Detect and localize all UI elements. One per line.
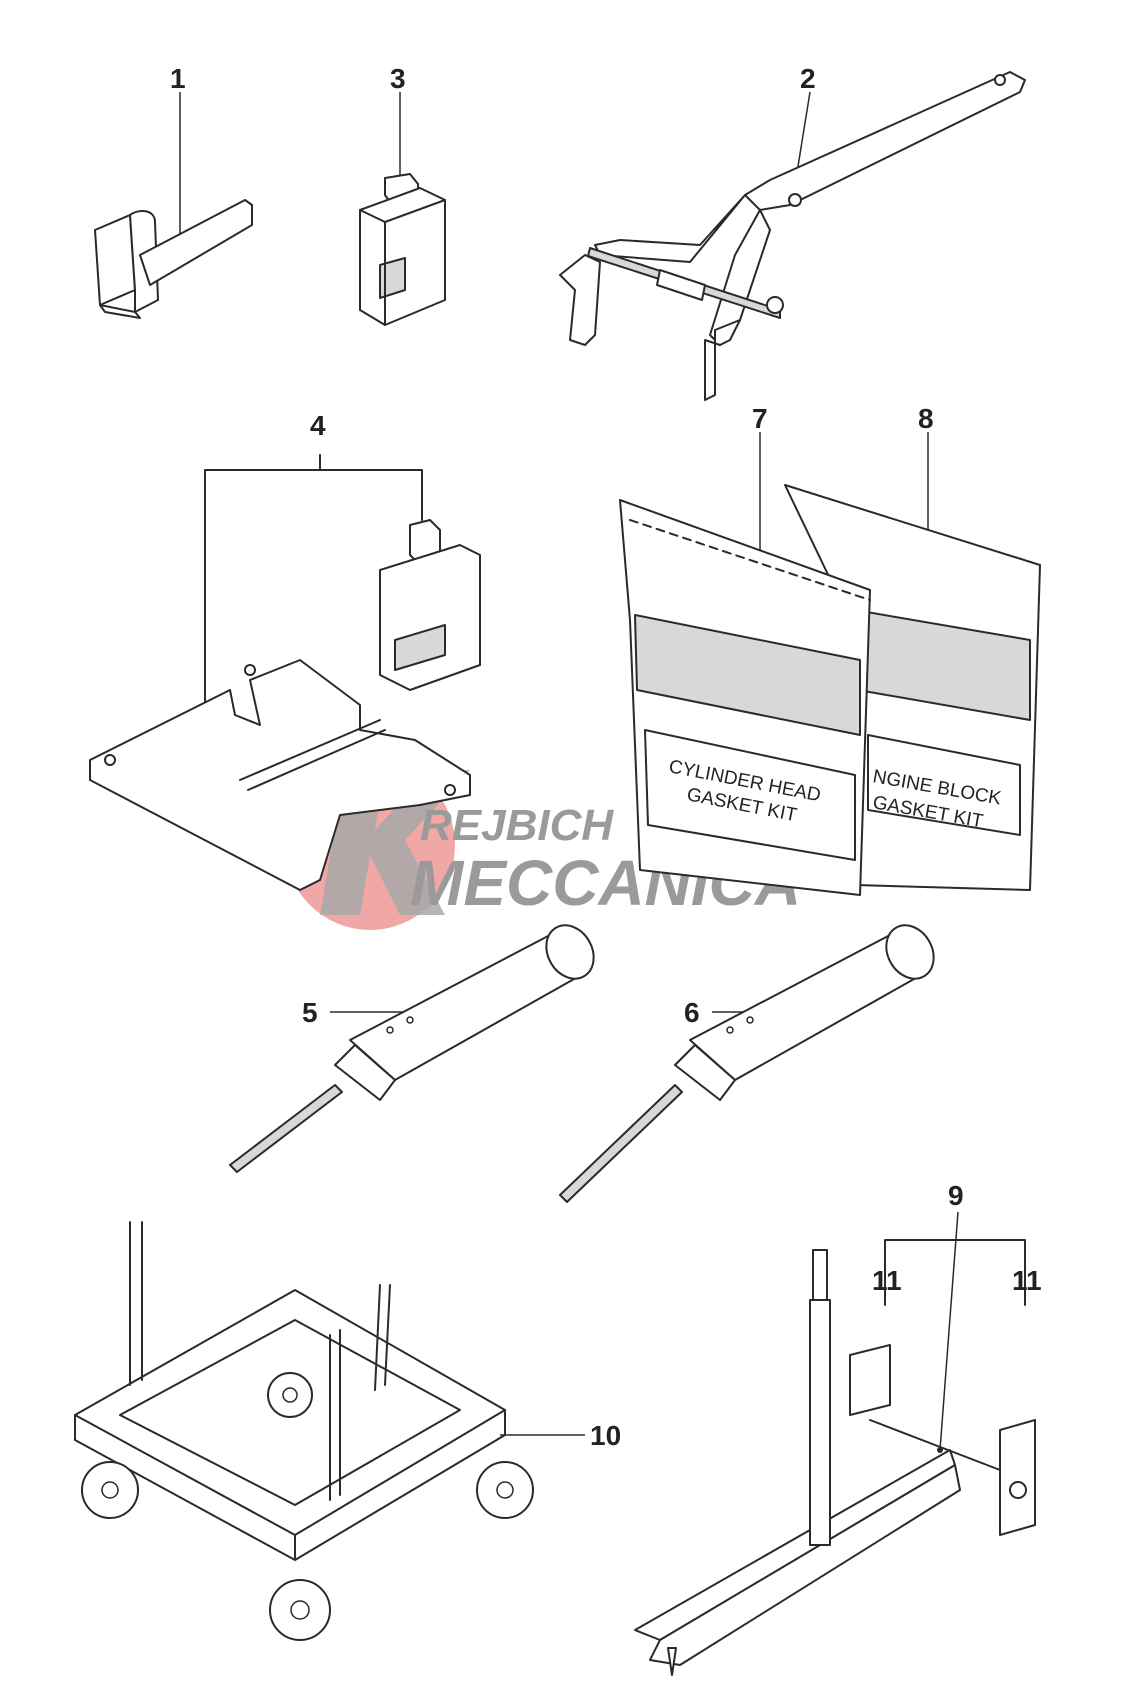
callout-8: 8 [918, 403, 934, 434]
part-7-cylinder-head-gasket-kit: CYLINDER HEAD GASKET KIT [619, 432, 871, 896]
callout-9: 9 [948, 1180, 964, 1211]
caster-wheel-back [267, 1372, 313, 1418]
part-10-wheeled-stand [74, 1221, 585, 1641]
part-2-spanner [559, 71, 1026, 401]
callout-10: 10 [590, 1420, 621, 1451]
callout-11-right: 11 [1012, 1265, 1042, 1296]
callout-4: 4 [310, 410, 326, 441]
callout-2: 2 [800, 63, 816, 94]
callout-6: 6 [684, 997, 700, 1028]
part-4-plate-assembly [89, 454, 481, 891]
part-9-support-fixture [634, 1211, 1036, 1676]
watermark-text-top: REJBICH [420, 801, 614, 850]
caster-wheel-front [269, 1579, 331, 1641]
part-6-driver-tool [559, 924, 935, 1203]
callout-3: 3 [390, 63, 406, 94]
callout-7: 7 [752, 403, 768, 434]
callout-5: 5 [302, 997, 318, 1028]
caster-wheel-left [81, 1461, 139, 1519]
callout-1: 1 [170, 63, 186, 94]
part-3-clamp [359, 92, 446, 326]
caster-wheel-right [476, 1461, 534, 1519]
part-5-driver-tool [229, 924, 595, 1173]
callout-11-left: 11 [872, 1265, 902, 1296]
part-1-bracket [94, 92, 253, 319]
